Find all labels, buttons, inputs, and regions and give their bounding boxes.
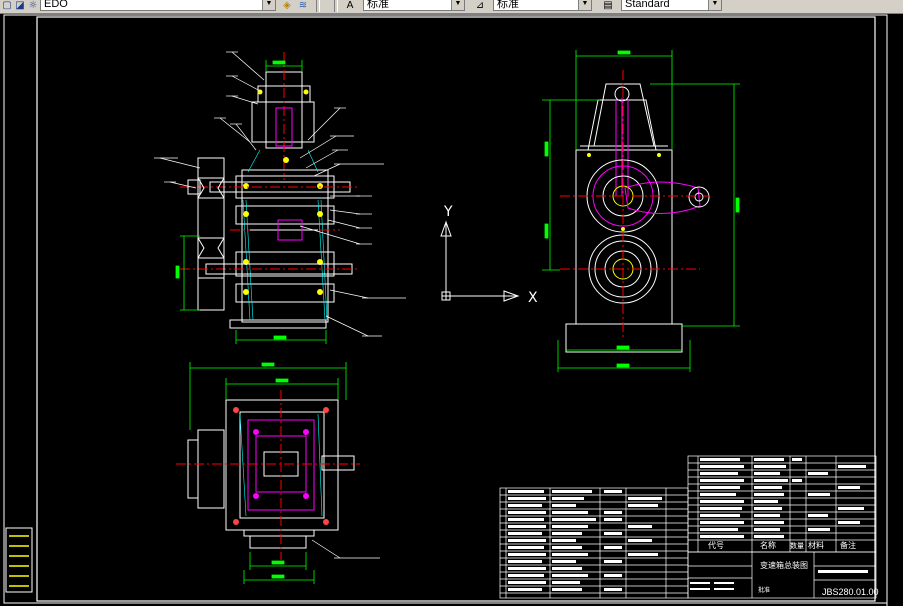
parts-list-header-code: 代号 [708, 540, 724, 550]
left-margin-block [5, 527, 33, 593]
layer-previous-icon[interactable]: ◈ [283, 0, 291, 11]
side-view-dimensions [542, 50, 740, 372]
status-strip [0, 600, 160, 606]
parts-list-header-material: 材料 [808, 540, 824, 550]
side-view [560, 70, 710, 353]
layers-icon[interactable]: ≋ [298, 0, 308, 11]
parts-list-entries [508, 458, 868, 591]
chevron-down-icon[interactable]: ▼ [262, 0, 275, 10]
layer-combo[interactable]: EDO ▼ [40, 0, 276, 11]
chevron-down-icon[interactable]: ▼ [578, 0, 591, 10]
ucs-x-label: X [528, 290, 538, 306]
text-style-icon[interactable]: A [346, 0, 354, 11]
parts-list [499, 455, 877, 599]
front-view-leaders [154, 51, 406, 337]
chevron-down-icon[interactable]: ▼ [451, 0, 464, 10]
standard-toolbar: ▢ ◪ ☼ EDO ▼ ◈ ≋ A 标准 ▼ ⊿ 标准 ▼ ▤ Standard… [0, 0, 903, 14]
dim-style-icon[interactable]: ⊿ [475, 0, 485, 11]
sun-icon[interactable]: ☼ [28, 0, 38, 11]
drawing-number: JBS280.01.00 [822, 587, 879, 597]
parts-list-header-remark: 备注 [840, 540, 856, 550]
assembly-title: 变速箱总装图 [760, 560, 808, 570]
approved-label: 批准 [758, 586, 770, 594]
toolbar-separator [316, 0, 320, 12]
parts-list-header-name: 名称 [760, 540, 776, 550]
drawing-canvas[interactable]: Y X [0, 13, 903, 606]
plot-style-icon[interactable]: ▤ [603, 0, 613, 11]
front-view-dimensions [175, 60, 327, 344]
dim-style-value: 标准 [497, 0, 519, 10]
plot-style-value: Standard [625, 0, 670, 10]
plot-style-combo[interactable]: Standard ▼ [621, 0, 722, 11]
folder-icon[interactable]: ▢ [2, 0, 12, 11]
front-view [180, 52, 360, 329]
top-view [176, 390, 360, 560]
layer-combo-value: EDO [44, 0, 68, 10]
text-style-combo[interactable]: 标准 ▼ [363, 0, 465, 11]
layer-state-icon[interactable]: ◪ [15, 0, 25, 11]
dim-style-combo[interactable]: 标准 ▼ [493, 0, 592, 11]
ucs-icon [440, 220, 520, 302]
toolbar-separator [334, 0, 338, 12]
parts-list-header-qty: 数量 [790, 541, 804, 550]
chevron-down-icon[interactable]: ▼ [708, 0, 721, 10]
sheet-frame [3, 14, 888, 606]
text-style-value: 标准 [367, 0, 389, 10]
top-view-leaders [311, 539, 380, 559]
ucs-y-label: Y [443, 204, 453, 220]
top-view-dimensions [189, 362, 347, 584]
